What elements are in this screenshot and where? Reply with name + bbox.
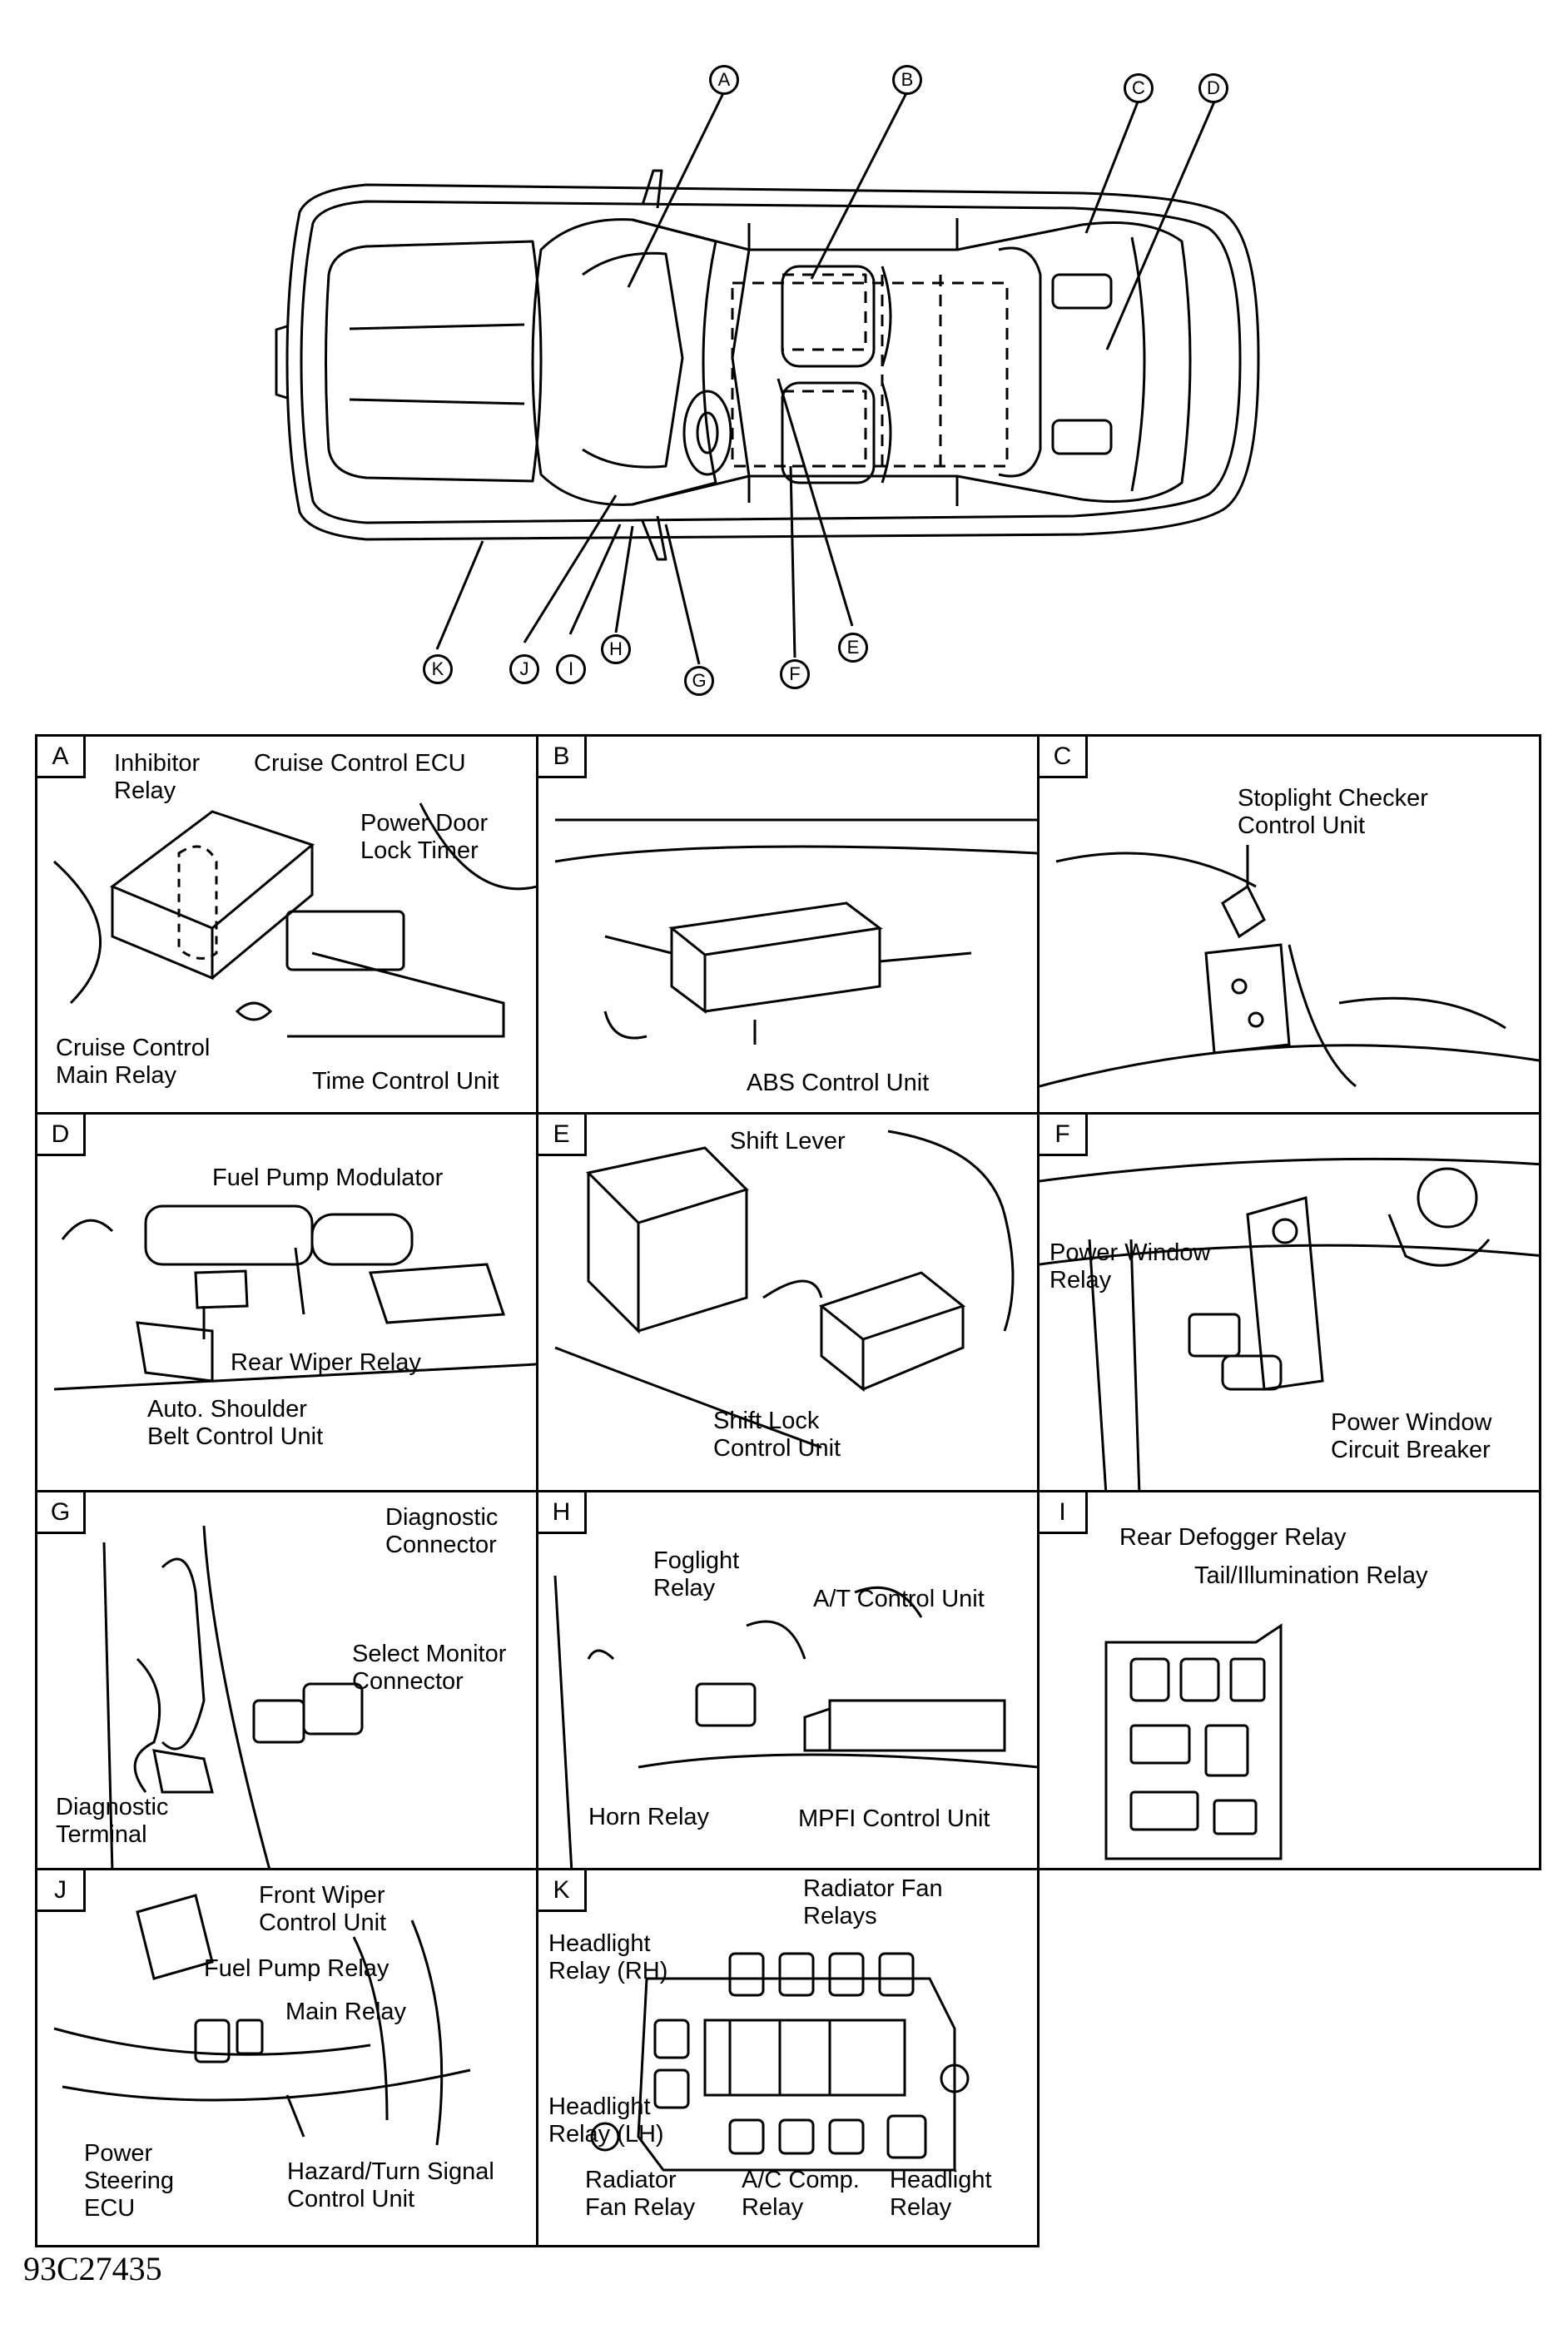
- foglight-relay-label: Foglight Relay: [653, 1547, 740, 1602]
- hazard-turn-signal-control-unit-label: Hazard/Turn Signal Control Unit: [287, 2158, 494, 2212]
- panel-a: A Inhibitor Relay Cruise Control ECU Pow…: [35, 734, 538, 1115]
- panel-h-letter: H: [538, 1492, 587, 1534]
- figure-code: 93C27435: [23, 2250, 162, 2287]
- panel-b: B ABS Control Unit: [536, 734, 1040, 1115]
- panel-a-letter: A: [37, 737, 86, 778]
- panel-d-illustration: [53, 1204, 536, 1391]
- callout-k: K: [423, 654, 453, 684]
- cruise-control-ecu-label: Cruise Control ECU: [254, 750, 466, 777]
- fuel-pump-modulator-label: Fuel Pump Modulator: [212, 1165, 444, 1191]
- panel-d: D Fuel Pump Modulator Rear Wiper Relay A…: [35, 1112, 538, 1492]
- front-wiper-control-unit-label: Front Wiper Control Unit: [259, 1882, 387, 1936]
- diagnostic-terminal-label: Diagnostic Terminal: [56, 1794, 169, 1848]
- panel-f: F Power Window Relay Power Window Circui…: [1037, 1112, 1541, 1492]
- inhibitor-relay-label: Inhibitor Relay: [114, 750, 201, 804]
- tail-illumination-relay-label: Tail/Illumination Relay: [1194, 1562, 1428, 1589]
- power-steering-ecu-label: Power Steering ECU: [84, 2140, 175, 2222]
- panel-e-letter: E: [538, 1115, 587, 1156]
- headlight-relay-label: Headlight Relay: [890, 2167, 992, 2221]
- abs-control-unit-label: ABS Control Unit: [747, 1070, 930, 1096]
- diagnostic-connector-label: Diagnostic Connector: [385, 1504, 499, 1558]
- radiator-fan-relay-label: Radiator Fan Relay: [585, 2167, 696, 2221]
- power-door-lock-timer-label: Power Door Lock Timer: [360, 810, 489, 864]
- panel-h-illustration: [553, 1575, 1037, 1868]
- panel-b-illustration: [554, 818, 1037, 1045]
- fuel-pump-relay-label: Fuel Pump Relay: [204, 1955, 390, 1982]
- rear-defogger-relay-label: Rear Defogger Relay: [1119, 1524, 1347, 1551]
- rear-wiper-relay-label: Rear Wiper Relay: [231, 1349, 421, 1376]
- callout-g: G: [684, 666, 714, 696]
- panel-b-letter: B: [538, 737, 587, 778]
- panel-i-letter: I: [1040, 1492, 1088, 1534]
- car-overview-diagram: [275, 91, 1260, 665]
- panel-k: K Radiator Fan Relays Headlight Relay (R…: [536, 1868, 1040, 2247]
- panel-e-illustration: [554, 1130, 1015, 1449]
- detail-panels-grid: A Inhibitor Relay Cruise Control ECU Pow…: [35, 734, 1541, 2247]
- panel-f-illustration: [1040, 1157, 1539, 1490]
- windshield: [531, 218, 717, 506]
- auto-shoulder-belt-control-unit-label: Auto. Shoulder Belt Control Unit: [147, 1396, 324, 1450]
- power-window-circuit-breaker-label: Power Window Circuit Breaker: [1331, 1409, 1492, 1463]
- ac-comp-relay-label: A/C Comp. Relay: [742, 2167, 860, 2221]
- panel-k-letter: K: [538, 1870, 587, 1912]
- panel-j-illustration: [53, 1894, 471, 2146]
- panel-h: H Foglight Relay A/T Control Unit Horn R…: [536, 1490, 1040, 1870]
- callout-h: H: [601, 634, 631, 664]
- panel-i-fuse-box-illustration: [1104, 1623, 1283, 1860]
- headlight-relay-rh-label: Headlight Relay (RH): [548, 1930, 668, 1984]
- car-body-outline: [285, 183, 1260, 541]
- panel-c-illustration: [1040, 845, 1539, 1088]
- panel-j-letter: J: [37, 1870, 86, 1912]
- hood: [325, 240, 543, 483]
- panel-k-relay-box-illustration: [590, 1952, 970, 2172]
- stoplight-checker-control-unit-label: Stoplight Checker Control Unit: [1238, 785, 1428, 839]
- power-window-relay-label: Power Window Relay: [1049, 1239, 1211, 1294]
- panel-c-letter: C: [1040, 737, 1088, 778]
- panel-g-illustration: [102, 1525, 364, 1868]
- shift-lever-label: Shift Lever: [730, 1128, 846, 1155]
- panel-i: I Rear Defogger Relay Tail/Illumination …: [1037, 1490, 1541, 1870]
- horn-relay-label: Horn Relay: [588, 1804, 710, 1830]
- headlight-relay-lh-label: Headlight Relay (LH): [548, 2093, 664, 2148]
- at-control-unit-label: A/T Control Unit: [813, 1586, 985, 1612]
- panel-j: J Front Wiper Control Unit Fuel Pump Rel…: [35, 1868, 538, 2247]
- callout-e: E: [838, 633, 868, 663]
- callout-i: I: [556, 654, 586, 684]
- callout-f: F: [780, 659, 810, 689]
- panel-c: C Stoplight Checker Control Unit: [1037, 734, 1541, 1115]
- panel-g-letter: G: [37, 1492, 86, 1534]
- callout-c: C: [1124, 73, 1154, 103]
- callout-a: A: [709, 65, 739, 95]
- callout-j: J: [509, 654, 539, 684]
- panel-g: G Diagnostic Connector Select Monitor Co…: [35, 1490, 538, 1870]
- mpfi-control-unit-label: MPFI Control Unit: [798, 1805, 990, 1832]
- cruise-control-main-relay-label: Cruise Control Main Relay: [56, 1035, 211, 1089]
- callout-b: B: [892, 65, 922, 95]
- callout-d: D: [1198, 73, 1228, 103]
- time-control-unit-label: Time Control Unit: [312, 1068, 499, 1095]
- main-relay-label: Main Relay: [285, 1999, 407, 2025]
- select-monitor-connector-label: Select Monitor Connector: [352, 1641, 507, 1695]
- panel-f-letter: F: [1040, 1115, 1088, 1156]
- panel-e: E Shift Lever Shift Lock Control Unit: [536, 1112, 1040, 1492]
- radiator-fan-relays-label: Radiator Fan Relays: [803, 1875, 943, 1929]
- shift-lock-control-unit-label: Shift Lock Control Unit: [713, 1408, 841, 1462]
- panel-a-illustration: [52, 802, 536, 1038]
- panel-d-letter: D: [37, 1115, 86, 1156]
- trunk: [1081, 221, 1192, 503]
